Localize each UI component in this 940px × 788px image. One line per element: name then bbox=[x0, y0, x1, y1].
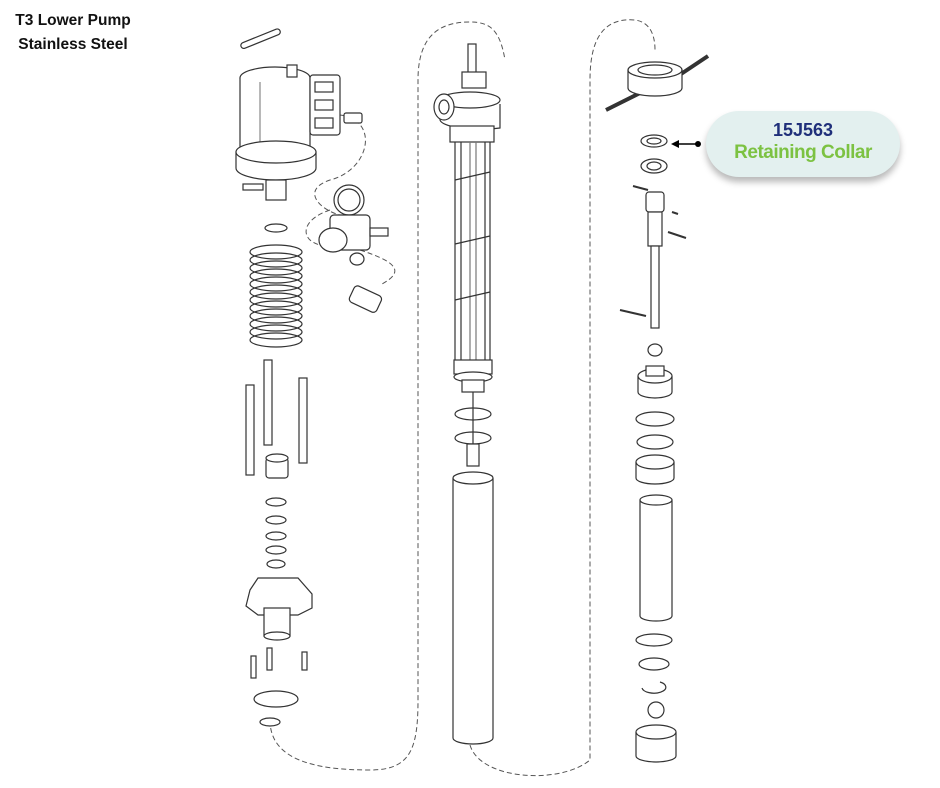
title-line-1: T3 Lower Pump bbox=[15, 12, 131, 29]
spring bbox=[249, 244, 303, 348]
lower-pump-parts bbox=[605, 54, 710, 763]
motor-assembly bbox=[235, 28, 363, 233]
air-regulator bbox=[318, 184, 389, 313]
diagram-title: T3 Lower Pump Stainless Steel bbox=[4, 9, 142, 57]
arrow-left-icon bbox=[671, 140, 701, 148]
retaining-collar-part bbox=[640, 134, 668, 148]
tie-rods bbox=[245, 359, 308, 476]
part-callout: 15J563 Retaining Collar bbox=[706, 111, 900, 177]
title-line-2: Stainless Steel bbox=[18, 36, 128, 53]
part-name: Retaining Collar bbox=[734, 142, 872, 163]
mounting-flange bbox=[245, 577, 313, 727]
packing-stack bbox=[265, 453, 289, 569]
pump-tube-assembly bbox=[433, 43, 501, 745]
assembly-guide-lines bbox=[269, 19, 656, 777]
part-number: 15J563 bbox=[772, 120, 834, 140]
